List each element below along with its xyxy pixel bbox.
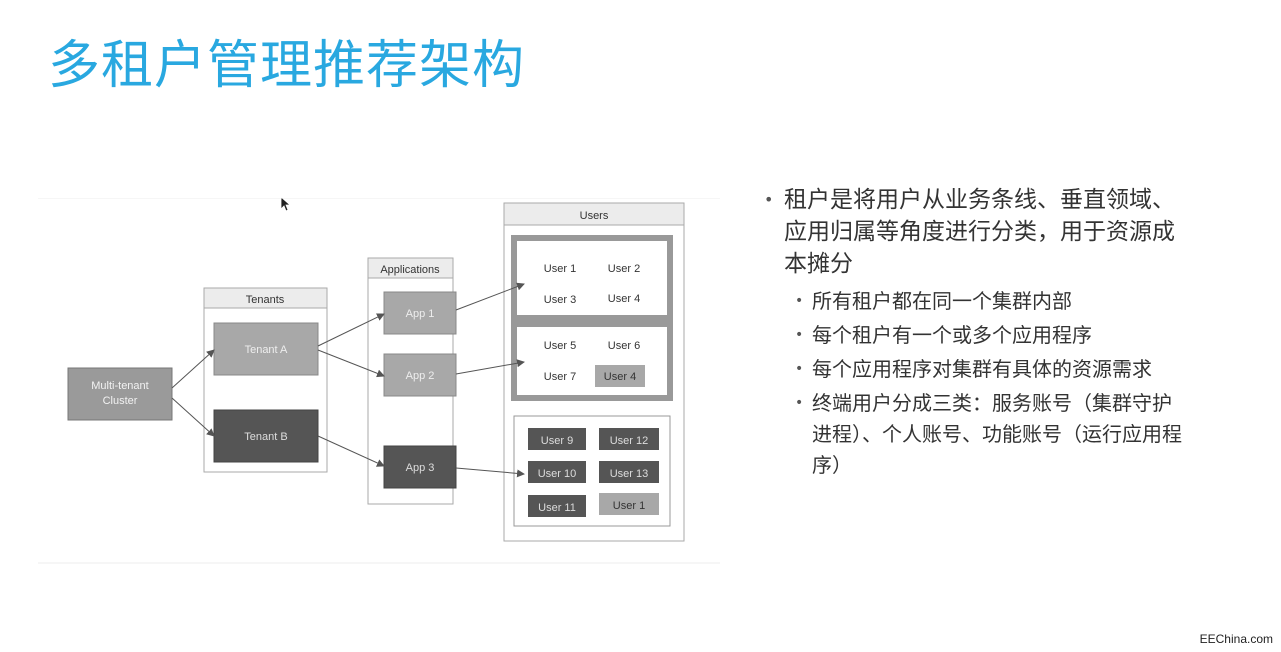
sub-bullet: 每个应用程序对集群有具体的资源需求 (762, 354, 1182, 385)
tenants-group-label: Tenants (246, 294, 285, 306)
bullet-main: 租户是将用户从业务条线、垂直领域、应用归属等角度进行分类，用于资源成本摊分 (762, 184, 1182, 280)
user-chip-label: User 10 (538, 468, 577, 480)
user-box-1-item: User 2 (608, 263, 640, 275)
user-chip-label: User 11 (538, 502, 576, 514)
app-1-box (383, 291, 457, 335)
sub-bullet: 每个租户有一个或多个应用程序 (762, 320, 1182, 351)
footer-brand: EEChina.com (1199, 632, 1273, 646)
tenant-a-label: Tenant A (245, 344, 288, 356)
user-box-1-item: User 1 (544, 263, 576, 275)
arrow-tenant-a-app-2 (317, 349, 385, 378)
app-2-label: App 2 (406, 370, 435, 382)
user-box-2-item: User 7 (544, 371, 576, 383)
user-chip (528, 495, 586, 517)
user-chip (599, 428, 659, 450)
arrow-app-2-users (455, 359, 525, 375)
applications-group-header (367, 257, 454, 279)
arrow-app-1-users (455, 282, 525, 311)
app-3-box (383, 445, 457, 489)
arrow-cluster-tenant-a (171, 349, 215, 389)
sub-bullet: 终端用户分成三类：服务账号（集群守护进程）、个人账号、功能账号（运行应用程序） (762, 388, 1182, 481)
user-chip-label: User 1 (613, 500, 645, 512)
cluster-label-line2: Cluster (103, 395, 138, 407)
user-box-2-item: User 5 (544, 340, 576, 352)
arrow-app-3-users (455, 467, 525, 478)
user-box-1 (511, 235, 673, 321)
tenant-a-box (213, 322, 319, 376)
user-box-1-item: User 4 (608, 293, 640, 305)
user-chip (599, 461, 659, 483)
user-box-2 (511, 321, 673, 401)
app-3-label: App 3 (406, 462, 435, 474)
user-chip-label: User 12 (610, 435, 649, 447)
user-box-2-highlight (595, 365, 645, 387)
tenant-b-label: Tenant B (244, 431, 287, 443)
user-box-1-item: User 3 (544, 294, 576, 306)
user-box-2-item: User 4 (604, 371, 636, 383)
arrow-tenant-b-app-3 (317, 435, 385, 467)
app-1-label: App 1 (406, 308, 435, 320)
sub-bullet-list: 所有租户都在同一个集群内部 每个租户有一个或多个应用程序 每个应用程序对集群有具… (762, 286, 1182, 481)
sub-bullet: 所有租户都在同一个集群内部 (762, 286, 1182, 317)
cluster-label-line1: Multi-tenant (91, 380, 148, 392)
arrow-tenant-a-app-1 (317, 313, 385, 347)
cluster-box (67, 367, 173, 421)
user-chip (528, 461, 586, 483)
users-group-header (503, 202, 685, 226)
user-chip-label: User 13 (610, 468, 649, 480)
user-chip (528, 428, 586, 450)
bullet-list: 租户是将用户从业务条线、垂直领域、应用归属等角度进行分类，用于资源成本摊分 所有… (762, 184, 1182, 484)
applications-group-label: Applications (380, 264, 440, 276)
user-chip (599, 493, 659, 515)
user-box-2-item: User 6 (608, 340, 640, 352)
tenants-group-header (203, 287, 328, 309)
arrow-cluster-tenant-b (171, 397, 215, 437)
users-group-label: Users (580, 210, 609, 222)
user-chip-label: User 9 (541, 435, 573, 447)
mouse-cursor-icon (280, 196, 292, 212)
architecture-diagram: Multi-tenant Cluster Tenants Tenant A Te… (38, 198, 720, 564)
slide-title: 多租户管理推荐架构 (48, 36, 526, 96)
